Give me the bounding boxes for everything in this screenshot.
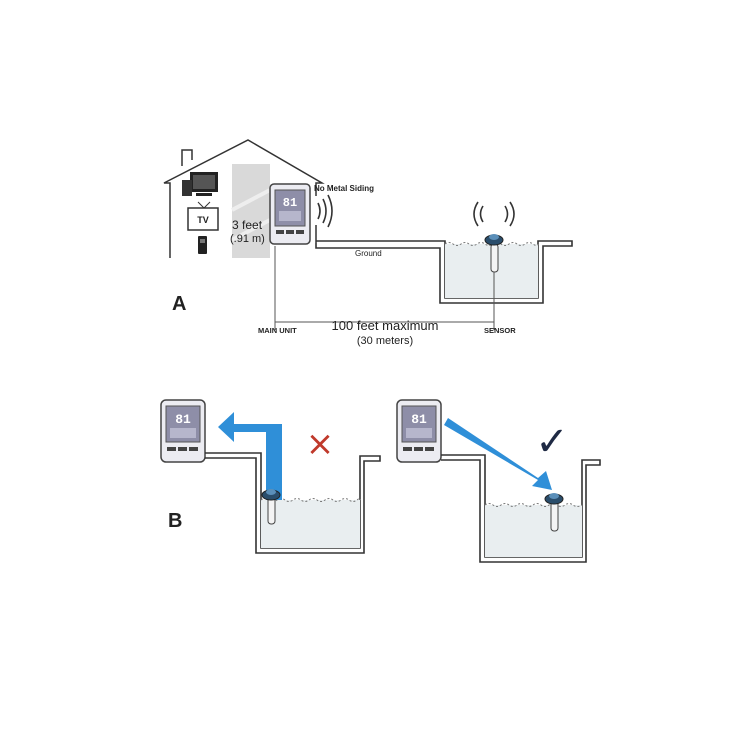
tv-icon: TV: [187, 201, 219, 231]
main-unit-display-icon-left: 81: [160, 399, 206, 463]
computer-icon: [182, 172, 218, 196]
ground-label: Ground: [355, 249, 382, 258]
floating-sensor-icon-left: [261, 489, 281, 525]
tv-label: TV: [197, 215, 209, 225]
no-metal-siding-label: No Metal Siding: [314, 184, 374, 193]
svg-text:81: 81: [411, 412, 427, 427]
wireless-signal-icon: [317, 194, 333, 228]
range-metric: (30 meters): [357, 335, 413, 347]
cordless-phone-icon: [198, 236, 207, 254]
floating-sensor-icon-right: [544, 493, 564, 532]
panel-b-letter: B: [168, 510, 182, 532]
panel-a-letter: A: [172, 293, 186, 315]
wall-hatch: [231, 164, 271, 258]
house-outline: [163, 139, 325, 258]
wrong-mark-icon: ×: [306, 424, 335, 464]
distance-meters: (.91 m): [230, 233, 265, 245]
main-unit-label: MAIN UNIT: [258, 326, 297, 335]
floating-sensor-icon: [484, 234, 504, 273]
panel-b: B 81 × 81: [160, 399, 601, 563]
signal-arrow-clear: [444, 418, 552, 490]
sensor-signal-icon: [473, 201, 515, 227]
range-label: 100 feet maximum: [332, 318, 439, 333]
pool-right-water: [485, 505, 582, 557]
distance-feet: 3 feet: [232, 218, 263, 232]
right-mark-icon: ✓: [535, 419, 569, 465]
svg-text:81: 81: [283, 196, 297, 210]
sensor-label: SENSOR: [484, 326, 516, 335]
main-unit-display-icon: 81: [269, 183, 311, 245]
svg-text:81: 81: [175, 412, 191, 427]
panel-a: TV 3 feet (.91 m) 81 No: [163, 139, 573, 347]
pool-left-water: [261, 500, 360, 548]
signal-arrow-blocked: [218, 412, 282, 500]
main-unit-display-icon-right: 81: [396, 399, 442, 463]
